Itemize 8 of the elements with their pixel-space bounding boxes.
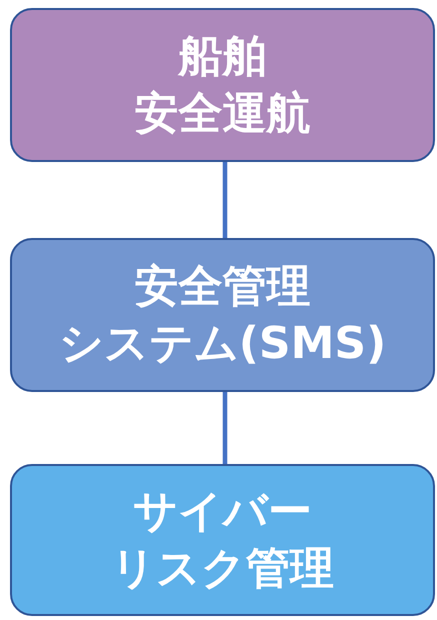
process-box	[10, 464, 435, 616]
box-label: 船舶安全運航	[134, 30, 310, 141]
box-label: サイバーリスク管理	[111, 484, 334, 596]
process-box	[10, 238, 435, 392]
connector-line	[222, 162, 228, 238]
process-box	[10, 8, 435, 162]
box-label: 安全管理システム(SMS)	[58, 260, 386, 371]
connector-line	[222, 392, 228, 464]
